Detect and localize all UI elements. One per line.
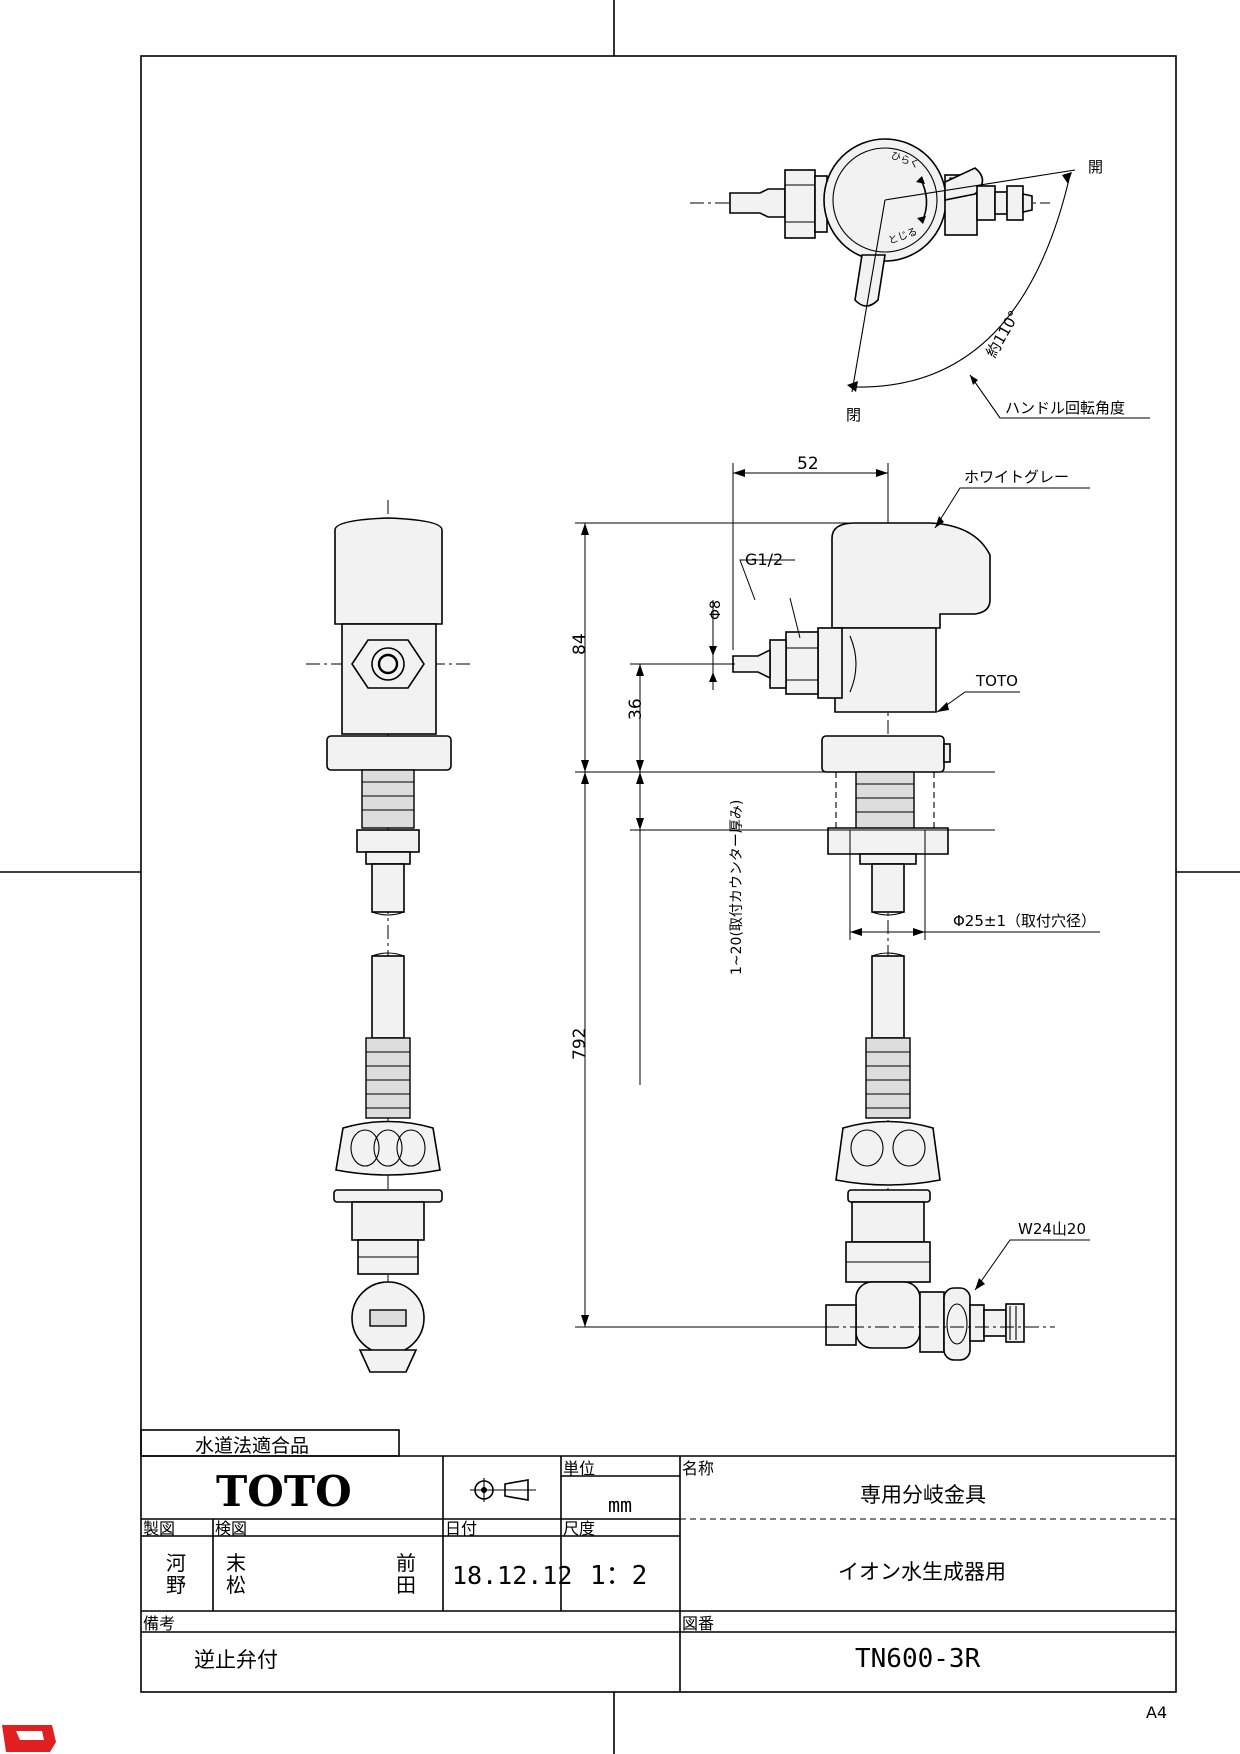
- dim-counter-thickness: 1~20(取付カウンター厚み): [729, 800, 745, 975]
- open-label-bottom: 閉: [846, 406, 861, 424]
- thread-label: G1/2: [745, 550, 783, 569]
- checked-by-2: 前田: [396, 1551, 416, 1597]
- dim-phi-8: Φ8: [708, 600, 724, 620]
- brand-mark-label: TOTO: [975, 672, 1018, 690]
- product-subname: イオン水生成器用: [838, 1560, 1006, 1584]
- checked-by-1: 末松: [226, 1551, 246, 1597]
- name-header: 名称: [682, 1459, 714, 1478]
- corner-logo-icon: [2, 1725, 56, 1752]
- top-view: [690, 138, 1150, 419]
- dim-52: 52: [797, 454, 819, 474]
- angle-label: 約110°: [982, 307, 1023, 360]
- third-angle-projection-icon: [470, 1478, 536, 1502]
- dim-36: 36: [626, 698, 646, 720]
- unit-value: mm: [608, 1493, 632, 1517]
- title-block: [140, 1429, 1176, 1692]
- front-view: [700, 470, 1055, 1361]
- product-name: 専用分岐金具: [860, 1483, 986, 1507]
- company-logo: TOTO: [216, 1467, 352, 1516]
- date-header: 日付: [445, 1519, 477, 1538]
- checked-header: 検図: [215, 1519, 247, 1538]
- nut-thread-label: W24山20: [1018, 1220, 1086, 1238]
- certification-label: 水道法適合品: [195, 1435, 309, 1457]
- date-value: 18.12.12: [452, 1561, 572, 1590]
- hole-diameter-label: Φ25±1（取付穴径）: [953, 912, 1096, 930]
- remarks-value: 逆止弁付: [194, 1648, 278, 1672]
- scale-value: 1：2: [590, 1561, 647, 1591]
- side-view: [306, 500, 470, 1373]
- dim-84: 84: [570, 633, 590, 655]
- sheet-size: A4: [1146, 1703, 1167, 1722]
- dim-792: 792: [570, 1028, 590, 1060]
- open-label-top: 開: [1088, 158, 1103, 176]
- drawn-by: 河野: [166, 1551, 186, 1597]
- drawing-number: TN600-3R: [855, 1644, 981, 1674]
- remarks-header: 備考: [143, 1614, 175, 1633]
- drawing-no-header: 図番: [682, 1614, 714, 1633]
- color-label: ホワイトグレー: [964, 468, 1069, 486]
- dimension-lines: [575, 463, 1100, 1328]
- scale-header: 尺度: [563, 1519, 595, 1538]
- drawn-header: 製図: [143, 1519, 175, 1538]
- unit-header: 単位: [563, 1459, 595, 1478]
- handle-rotation-label: ハンドル回転角度: [1005, 399, 1125, 417]
